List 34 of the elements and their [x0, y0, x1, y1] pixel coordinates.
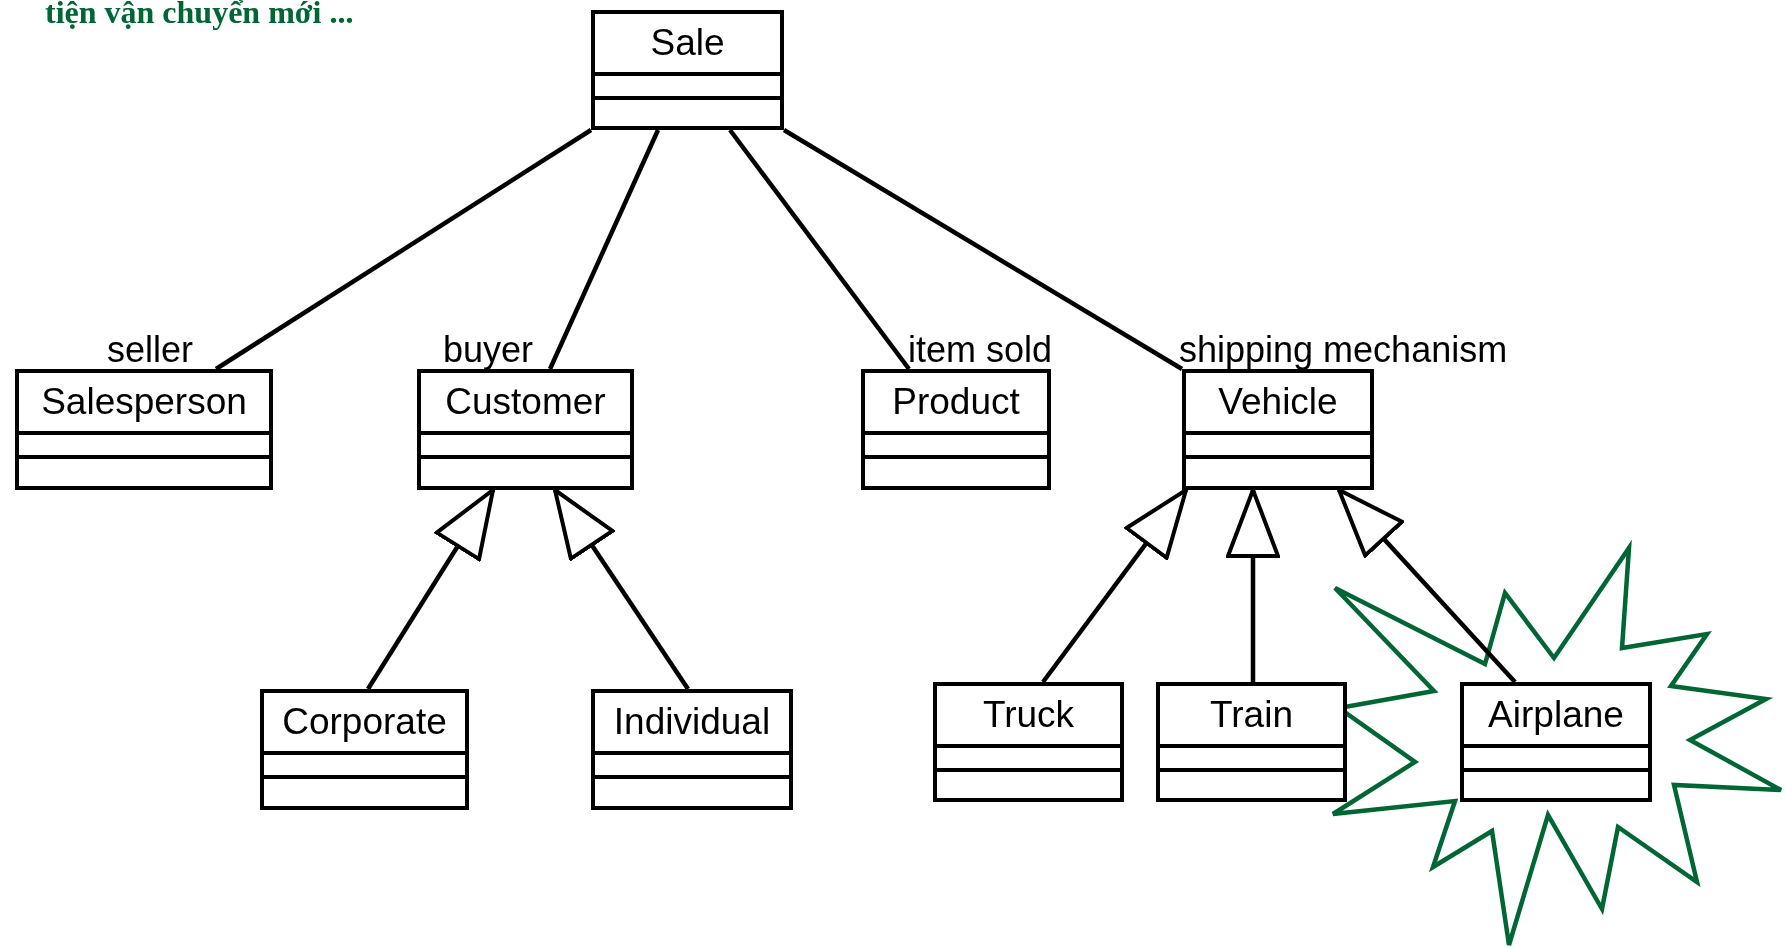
generalization-arrow — [553, 488, 690, 691]
role-label: buyer — [443, 330, 534, 370]
generalization-arrow — [1226, 488, 1280, 682]
note-text: tiện vận chuyển mới ... — [45, 0, 354, 31]
class-name: Truck — [982, 694, 1075, 736]
generalization-arrow — [1337, 488, 1517, 684]
association-line — [547, 129, 661, 370]
generalization-arrow — [366, 488, 495, 691]
association-line — [214, 128, 593, 371]
class-box — [15, 369, 273, 490]
class-name: Individual — [613, 701, 771, 743]
class-name: Train — [1210, 694, 1293, 736]
class-box — [1156, 682, 1347, 802]
role-label: shipping mechanism — [1179, 330, 1508, 370]
class-box — [417, 369, 634, 490]
class-name: Airplane — [1488, 694, 1624, 736]
class-box — [861, 369, 1051, 490]
class-name: Sale — [650, 22, 725, 64]
association-line — [782, 128, 1184, 371]
class-name: Corporate — [282, 701, 447, 743]
role-label: item sold — [908, 330, 1053, 370]
association-line — [728, 128, 911, 371]
class-name: Customer — [445, 381, 606, 423]
class-name: Product — [892, 381, 1020, 423]
class-box — [1182, 369, 1374, 490]
class-box — [591, 10, 784, 130]
class-name: Vehicle — [1218, 381, 1338, 423]
class-name: Salesperson — [41, 381, 247, 423]
class-box — [260, 689, 469, 810]
generalization-arrow — [1041, 488, 1188, 684]
class-box — [1460, 682, 1652, 802]
class-box — [591, 689, 793, 810]
role-label: seller — [107, 330, 194, 370]
class-box — [933, 682, 1124, 802]
